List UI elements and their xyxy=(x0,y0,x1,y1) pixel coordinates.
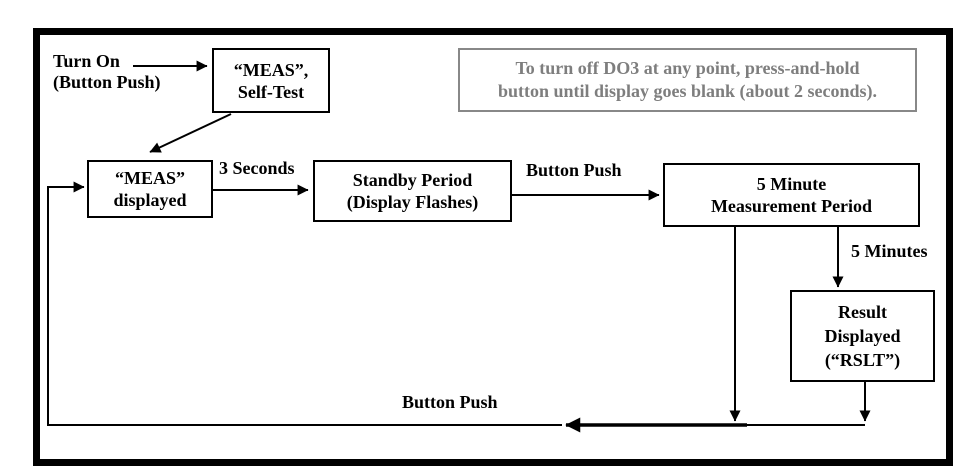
arrow-selftest-to-meas xyxy=(149,113,232,153)
node-standby-period: Standby Period (Display Flashes) xyxy=(313,160,512,222)
loop-line-to-meas xyxy=(47,181,85,426)
node-meas-self-test: “MEAS”, Self-Test xyxy=(212,48,330,113)
diagram-frame xyxy=(33,28,953,466)
node-standby-period-line1: Standby Period xyxy=(352,170,473,190)
power-off-note-line1: To turn off DO3 at any point, press-and-… xyxy=(515,58,860,78)
node-result-displayed-line1: Result xyxy=(838,302,887,322)
node-result-displayed-line2: Displayed xyxy=(824,326,901,346)
node-result-displayed-line3: (“RSLT”) xyxy=(824,350,901,370)
power-off-note: To turn off DO3 at any point, press-and-… xyxy=(458,48,917,112)
node-measurement-period-line2: Measurement Period xyxy=(710,196,873,216)
node-measurement-period: 5 Minute Measurement Period xyxy=(663,163,920,227)
node-meas-displayed: “MEAS” displayed xyxy=(87,160,213,218)
edge-label-button-push-top: Button Push xyxy=(526,160,622,180)
node-standby-period-line2: (Display Flashes) xyxy=(346,192,479,212)
start-label-line2: (Button Push) xyxy=(53,72,161,92)
node-measurement-period-line1: 5 Minute xyxy=(756,174,827,194)
node-meas-displayed-line1: “MEAS” xyxy=(114,168,185,188)
node-result-displayed: Result Displayed (“RSLT”) xyxy=(790,290,935,382)
node-meas-self-test-line1: “MEAS”, xyxy=(233,59,309,80)
arrow-group xyxy=(47,60,871,433)
start-label: Turn On (Button Push) xyxy=(53,51,161,93)
node-meas-displayed-line2: displayed xyxy=(113,190,187,210)
edge-label-5-minutes: 5 Minutes xyxy=(851,241,928,261)
node-meas-self-test-line2: Self-Test xyxy=(237,81,305,102)
start-label-line1: Turn On xyxy=(53,51,120,71)
power-off-note-line2: button until display goes blank (about 2… xyxy=(497,81,878,101)
edge-label-3-seconds: 3 Seconds xyxy=(219,158,295,178)
edge-label-button-push-bottom: Button Push xyxy=(402,392,498,412)
